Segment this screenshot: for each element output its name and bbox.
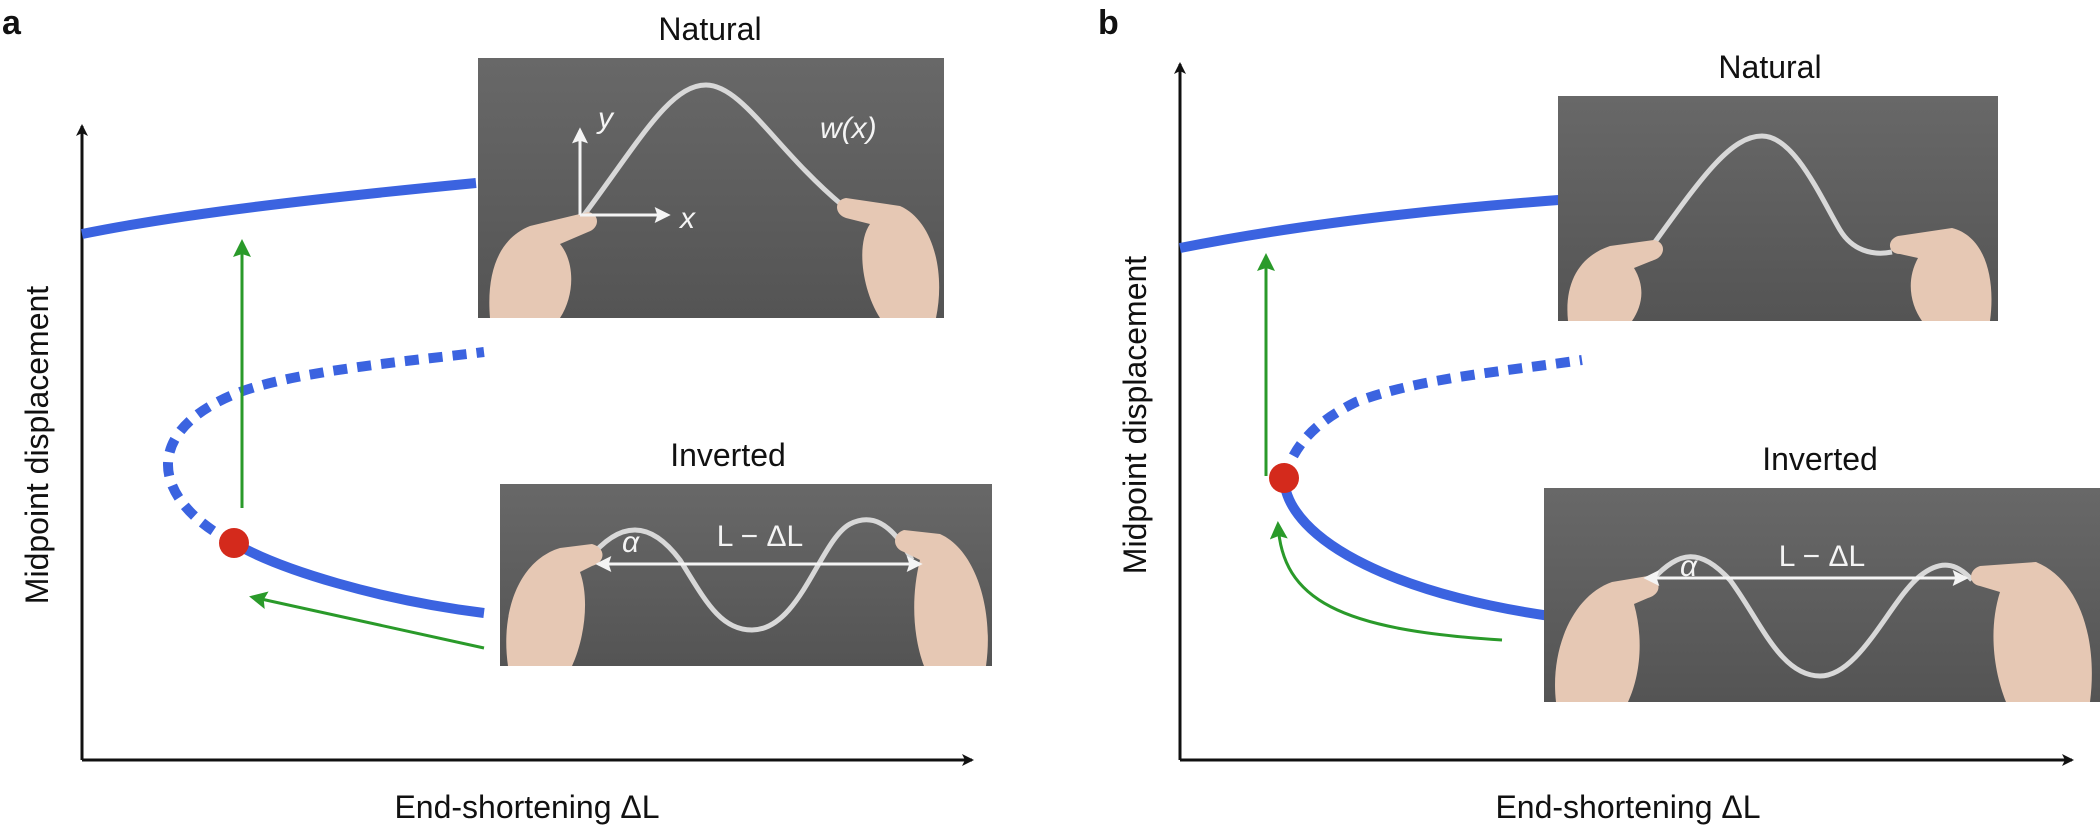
right-hand-shape	[1971, 562, 2092, 702]
left-hand-shape	[506, 544, 603, 666]
deflection-label: w(x)	[820, 112, 877, 145]
left-hand-shape	[1555, 576, 1659, 702]
photo-background	[500, 484, 992, 666]
loading-path-arrow	[249, 591, 485, 650]
right-hand-shape	[837, 198, 940, 318]
natural-photo-title: Natural	[658, 11, 761, 47]
inverted-photo: α L − ΔL	[500, 484, 992, 666]
inverted-stable-branch	[1279, 477, 1583, 625]
left-hand-shape	[489, 212, 597, 318]
alpha-label: α	[1680, 550, 1698, 583]
right-hand-shape	[1889, 228, 1992, 321]
loading-path-arrow	[1269, 521, 1503, 642]
panel-letter: b	[1098, 4, 1119, 42]
inverted-stable-branch	[231, 538, 485, 618]
natural-photo	[1558, 96, 1998, 321]
left-hand-shape	[1567, 240, 1663, 321]
x-axis-title: End-shortening ΔL	[1495, 789, 1760, 825]
fold-point	[1269, 463, 1299, 493]
inverted-photo-title: Inverted	[1762, 441, 1878, 477]
natural-photo-title: Natural	[1718, 49, 1821, 85]
panel-a: a Midpoint displacement End-shortening Δ…	[2, 4, 992, 825]
y-axis-title: Midpoint displacement	[19, 286, 55, 605]
alpha-label: α	[622, 526, 640, 559]
strip-shape	[1650, 554, 1974, 679]
strip-shape	[586, 517, 915, 633]
strip-shape	[581, 82, 844, 217]
fold-point	[219, 528, 249, 558]
length-label: L − ΔL	[1779, 540, 1865, 573]
unstable-branch	[1279, 355, 1583, 480]
length-label: L − ΔL	[717, 520, 803, 553]
y-coordinate-label: y	[596, 102, 615, 135]
inverted-photo: α L − ΔL	[1544, 488, 2100, 702]
unstable-branch	[163, 347, 485, 548]
inverted-photo-title: Inverted	[670, 437, 786, 473]
right-hand-shape	[895, 530, 988, 666]
strip-shape	[1649, 133, 1893, 256]
x-axis-title: End-shortening ΔL	[394, 789, 659, 825]
natural-photo: y x w(x)	[478, 58, 944, 318]
x-coordinate-label: x	[678, 202, 696, 235]
natural-stable-branch	[81, 178, 477, 239]
y-axis-title: Midpoint displacement	[1117, 256, 1153, 575]
panel-b: b Midpoint displacement End-shortening Δ…	[1098, 4, 2100, 825]
natural-stable-branch	[1179, 194, 1573, 253]
panel-letter: a	[2, 4, 22, 42]
